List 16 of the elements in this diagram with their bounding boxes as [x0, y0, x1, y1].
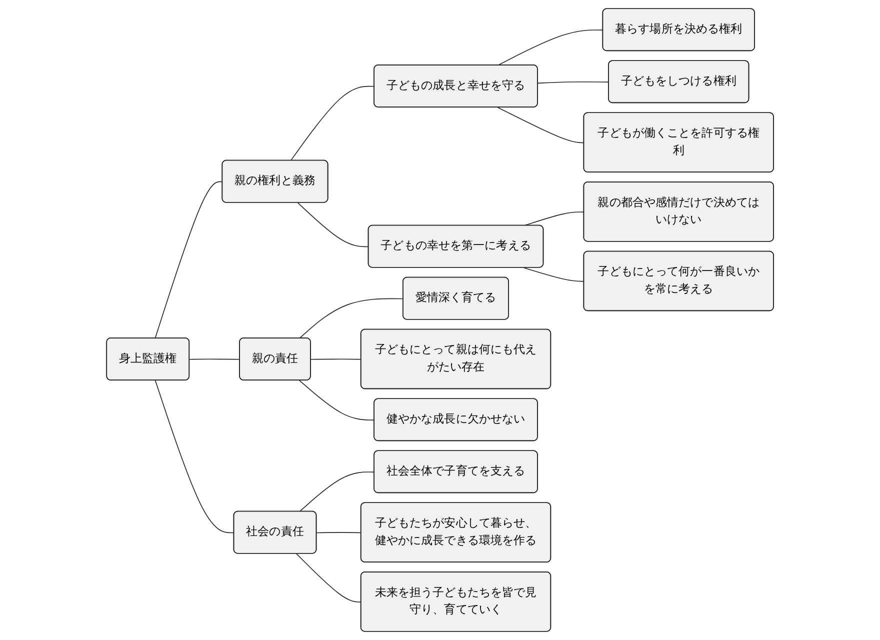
connector	[297, 202, 369, 248]
connector	[298, 380, 375, 420]
connector	[189, 358, 240, 360]
connector	[298, 472, 375, 512]
connector	[523, 212, 584, 226]
connector	[497, 30, 604, 66]
connector	[316, 532, 362, 534]
connector	[298, 298, 404, 339]
connector	[154, 380, 234, 534]
connector	[154, 181, 223, 339]
connector	[523, 267, 584, 282]
connector	[296, 553, 362, 602]
connector	[537, 81, 610, 84]
connector	[310, 358, 362, 360]
connector	[497, 107, 584, 144]
connector	[290, 86, 375, 162]
